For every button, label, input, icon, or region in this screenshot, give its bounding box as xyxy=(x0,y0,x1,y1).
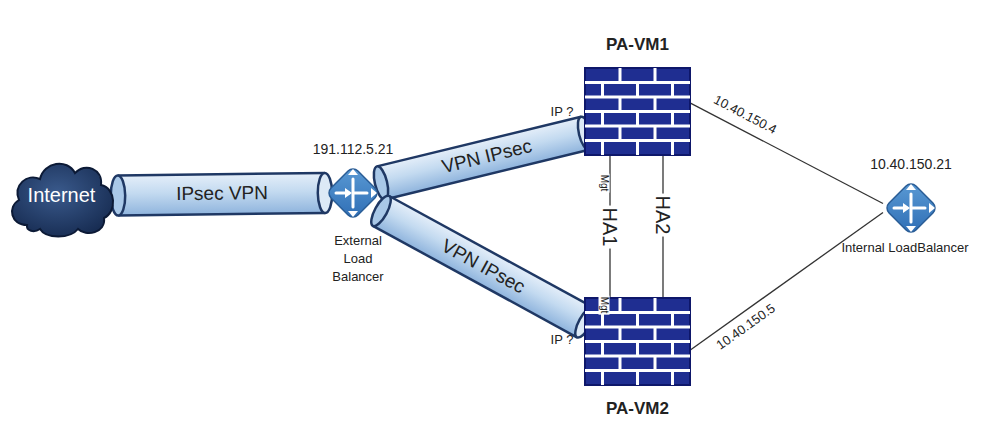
firewall: PA-VM1 xyxy=(585,68,690,155)
device-name: External Load Balancer xyxy=(327,232,389,286)
link-label: HA2 xyxy=(649,194,677,237)
load-balancer-arrows xyxy=(336,179,367,207)
load-balancer-symbol xyxy=(325,165,381,221)
device-name: Internal LoadBalancer xyxy=(815,240,995,256)
firewall-symbol xyxy=(585,68,690,155)
arrow-head xyxy=(929,203,935,213)
device-name: PA-VM2 xyxy=(575,398,700,419)
link-line xyxy=(690,213,883,351)
arrow-stems xyxy=(894,194,925,222)
arrow-stems xyxy=(336,179,367,207)
brick-lines xyxy=(585,68,690,155)
link-line xyxy=(690,103,883,204)
pipe-body xyxy=(373,196,593,337)
ip-address: 10.40.150.21 xyxy=(853,156,969,174)
link-label: 10.40.150.4 xyxy=(711,92,779,136)
cloud-label: Internet xyxy=(5,183,118,208)
tunnel-label: IPsec VPN xyxy=(175,183,267,205)
arrow-heads xyxy=(903,184,935,232)
pipe-edge xyxy=(373,226,577,337)
pipe-body xyxy=(118,173,325,215)
load-balancer-arrows xyxy=(894,194,925,222)
arrow-head xyxy=(348,169,358,175)
vpn-tunnel-pipe xyxy=(367,193,598,340)
arrow-head xyxy=(371,188,377,198)
firewall-body xyxy=(585,68,690,155)
link-label: 10.40.150.5 xyxy=(714,301,778,353)
arrow-head xyxy=(345,188,352,198)
port-label: Mgt xyxy=(599,296,610,315)
interface-note: IP ? xyxy=(551,333,574,347)
port-label: Mgt xyxy=(599,174,610,193)
arrow-head xyxy=(903,203,910,213)
arrow-head xyxy=(906,226,916,232)
arrow-head xyxy=(906,184,916,190)
arrow-head xyxy=(348,211,358,217)
pipe-body xyxy=(377,117,589,200)
load-balancer: 191.112.5.21External Load Balancer xyxy=(325,165,381,221)
arrow-heads xyxy=(345,169,377,217)
vpn-tunnel-pipe xyxy=(111,173,333,216)
internet-cloud: Internet xyxy=(5,153,118,238)
interface-note: IP ? xyxy=(551,105,574,119)
device-name: PA-VM1 xyxy=(575,34,700,55)
load-balancer-body xyxy=(326,166,380,220)
link-label: HA1 xyxy=(596,205,624,248)
load-balancer-symbol xyxy=(883,180,939,236)
load-balancer-body xyxy=(884,181,938,235)
ip-address: 191.112.5.21 xyxy=(295,141,411,159)
pipe-edge xyxy=(118,173,325,175)
pipe-edge xyxy=(118,213,325,215)
vpn-tunnel-pipe xyxy=(371,115,595,201)
load-balancer: 10.40.150.21Internal LoadBalancer xyxy=(883,180,939,236)
